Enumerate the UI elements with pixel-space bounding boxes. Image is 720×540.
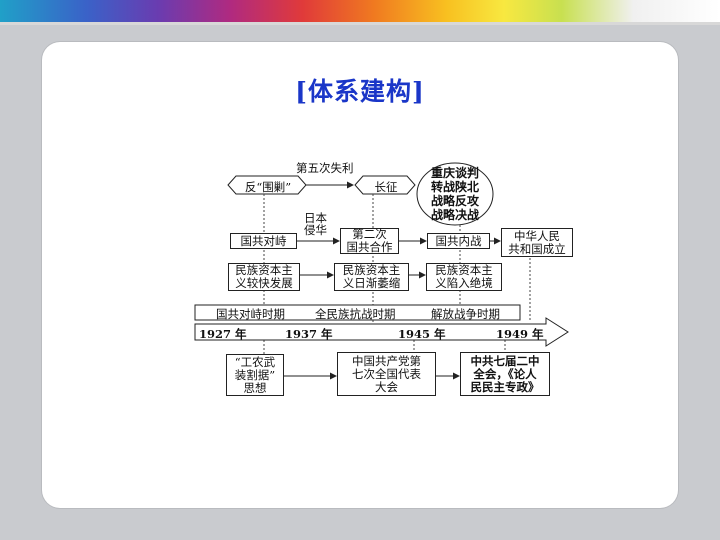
box-seventh-congress: 中国共产党第 七次全国代表 大会 <box>337 352 436 396</box>
period-3: 解放战争时期 <box>431 307 500 321</box>
period-1: 国共对峙时期 <box>216 307 285 321</box>
box-capital-shrink: 民族资本主 义日渐萎缩 <box>334 263 409 291</box>
box-armed-separatism: “工农武 装割据” 思想 <box>226 354 284 396</box>
year-1927: 1927 年 <box>199 327 247 341</box>
top-gradient-bar <box>0 0 720 22</box>
box-capital-dire: 民族资本主 义陷入绝境 <box>426 263 502 291</box>
invasion-label: 日本 侵华 <box>304 211 327 237</box>
circle-shape <box>416 162 494 226</box>
hex-right-label: 长征 <box>374 180 398 194</box>
year-1937: 1937 年 <box>285 327 333 341</box>
box-prc-founded: 中华人民 共和国成立 <box>501 228 573 257</box>
hex-right-shape <box>354 175 416 195</box>
box-second-cooperation: 第二次 国共合作 <box>340 228 399 254</box>
box-second-plenum: 中共七届二中 全会，《论人 民民主专政》 <box>460 352 550 396</box>
period-2: 全民族抗战时期 <box>315 307 396 321</box>
hex-left-label: 反“围剿” <box>244 180 292 194</box>
year-1945: 1945 年 <box>398 327 446 341</box>
top-label: 第五次失利 <box>296 161 354 175</box>
timeline-arrow <box>194 317 569 347</box>
box-civil-war: 国共内战 <box>427 233 490 249</box>
box-guogong-duizhi: 国共对峙 <box>230 233 297 249</box>
box-capital-fast: 民族资本主 义较快发展 <box>228 263 300 291</box>
top-strip <box>0 22 720 25</box>
slide-title: [体系建构] <box>295 77 425 106</box>
circle-label: 重庆谈判 转战陕北 战略反攻 战略决战 <box>430 166 479 222</box>
year-1949: 1949 年 <box>496 327 544 341</box>
